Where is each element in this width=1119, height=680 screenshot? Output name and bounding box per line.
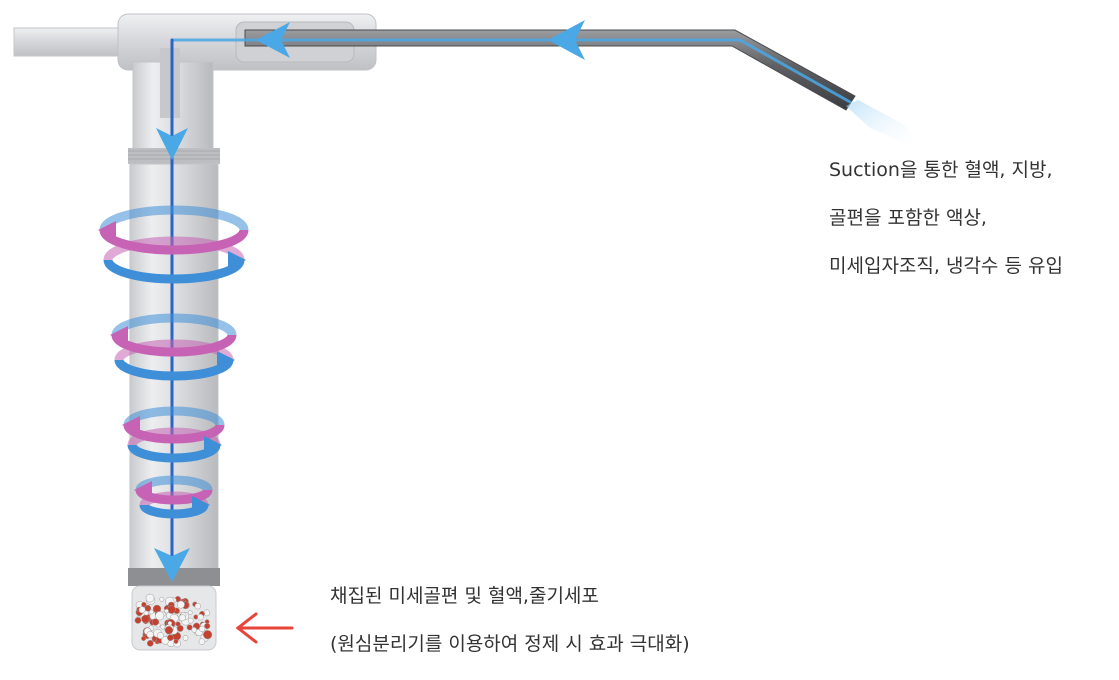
swirl-back-arc bbox=[127, 427, 221, 446]
particle bbox=[167, 605, 176, 614]
particle bbox=[186, 624, 193, 631]
particle bbox=[149, 609, 154, 615]
particle bbox=[176, 600, 185, 609]
swirl-front-arc bbox=[111, 334, 237, 357]
swirl-arrowhead-icon bbox=[217, 351, 235, 369]
swirl-front-arc bbox=[123, 424, 225, 444]
particle bbox=[204, 622, 211, 630]
swirl-front-arc bbox=[127, 444, 221, 463]
particle bbox=[176, 624, 184, 632]
swirl-back-arc bbox=[103, 236, 245, 261]
particle bbox=[203, 630, 213, 640]
particle bbox=[160, 624, 166, 630]
particle bbox=[157, 632, 164, 640]
swirl-arrowhead-icon bbox=[122, 416, 140, 434]
particle bbox=[187, 610, 193, 616]
particle bbox=[134, 617, 142, 624]
particle bbox=[167, 634, 174, 642]
particle bbox=[198, 638, 206, 645]
particle bbox=[182, 635, 189, 641]
swirl-front-arc bbox=[99, 229, 249, 255]
swirl-arrowhead-icon bbox=[98, 221, 116, 239]
particle bbox=[191, 627, 197, 633]
swirl-front-arc bbox=[114, 359, 234, 381]
flow-path bbox=[170, 38, 852, 577]
suction-caption-line-3: 미세입자조직, 냉각수 등 유입 bbox=[829, 255, 1063, 277]
collection-caption-line-2: (원심분리기를 이용하여 정제 시 효과 극대화) bbox=[330, 633, 690, 655]
particle bbox=[164, 626, 174, 635]
collected-particles bbox=[134, 593, 213, 648]
suction-caption: Suction을 통한 혈액, 지방, 골편을 포함한 액상, 미세입자조직, … bbox=[829, 158, 1063, 302]
flow-arrow-icon bbox=[154, 20, 585, 582]
swirl-back-arc bbox=[114, 339, 234, 361]
particle bbox=[187, 617, 194, 624]
suction-caption-line-2: 골편을 포함한 액상, bbox=[829, 207, 987, 229]
filter-device-diagram bbox=[13, 13, 920, 651]
particle bbox=[164, 608, 169, 614]
swirl-arrowhead-icon bbox=[192, 496, 210, 514]
particle bbox=[145, 593, 155, 603]
particle bbox=[141, 636, 147, 641]
swirl-back-arc bbox=[99, 205, 249, 231]
collection-indicator-arrow-icon bbox=[235, 612, 294, 644]
suction-caption-line-1: Suction을 통한 혈액, 지방, bbox=[829, 159, 1053, 181]
particle bbox=[143, 610, 149, 616]
particle bbox=[194, 603, 201, 610]
particle bbox=[141, 601, 147, 608]
suction-pipe bbox=[244, 29, 920, 150]
particle bbox=[159, 596, 165, 602]
swirl-back-arc bbox=[123, 406, 225, 426]
particle bbox=[155, 611, 165, 621]
swirl-arrowhead-icon bbox=[228, 251, 246, 269]
particle bbox=[146, 630, 154, 639]
swirl-arrowhead-icon bbox=[204, 436, 222, 454]
particle bbox=[167, 621, 173, 626]
particle bbox=[173, 638, 179, 644]
particle bbox=[146, 639, 154, 647]
swirl-arrowhead-icon bbox=[134, 481, 152, 499]
particle bbox=[141, 614, 150, 624]
particle bbox=[178, 614, 186, 622]
collection-caption: 채집된 미세골편 및 혈액,줄기세포 (원심분리기를 이용하여 정제 시 효과 … bbox=[330, 584, 690, 680]
swirl-arrowhead-icon bbox=[110, 326, 128, 344]
vortex-swirls bbox=[98, 205, 249, 519]
swirl-front-arc bbox=[103, 259, 245, 284]
particle bbox=[138, 606, 146, 614]
particle bbox=[198, 625, 206, 633]
collection-caption-line-1: 채집된 미세골편 및 혈액,줄기세포 bbox=[330, 585, 599, 607]
particle bbox=[151, 618, 160, 626]
particle bbox=[197, 613, 204, 621]
swirl-back-arc bbox=[111, 313, 237, 336]
